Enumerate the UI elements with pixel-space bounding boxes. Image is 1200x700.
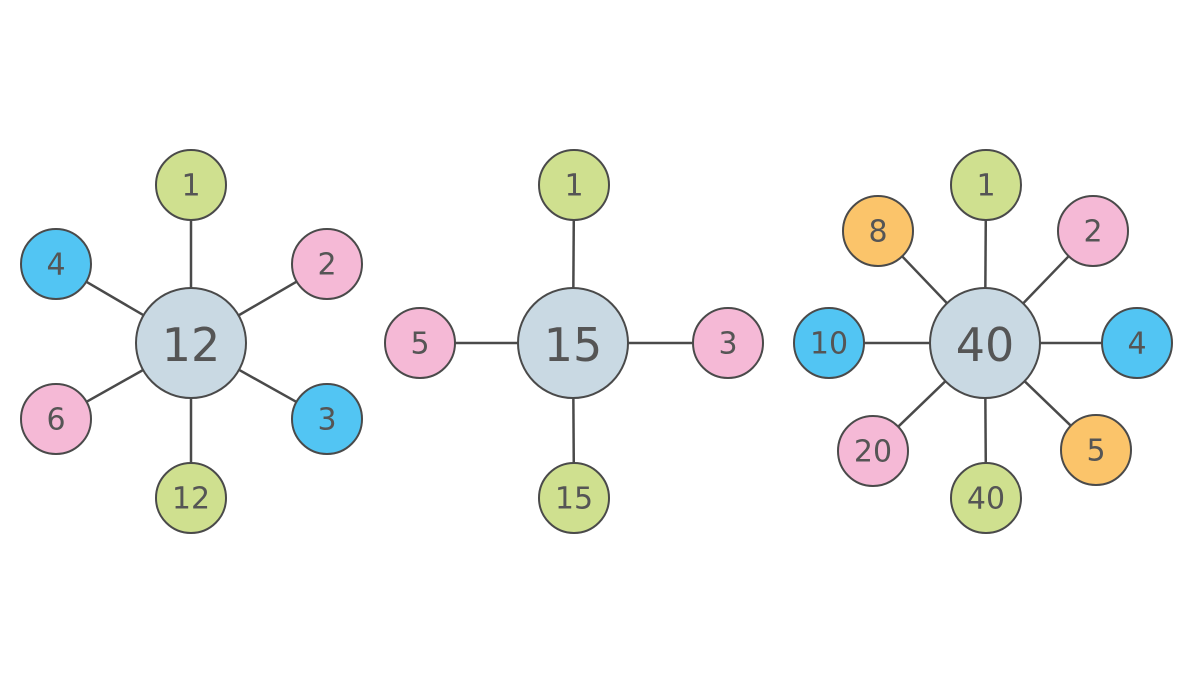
factor-node-circle	[20, 228, 92, 300]
factor-node-circle	[291, 228, 363, 300]
factor-node-label: 4	[46, 248, 65, 283]
factor-node-label: 40	[967, 482, 1005, 517]
factor-node-circle	[1057, 195, 1129, 267]
center-node-label: 12	[162, 318, 221, 372]
factor-diagram-40: 40 1 2 4 5 40 20 10 8	[793, 149, 1173, 534]
center-node-label: 15	[544, 318, 603, 372]
factor-node-label: 5	[410, 327, 429, 362]
factor-node-circle	[20, 383, 92, 455]
factor-node-label: 20	[854, 435, 892, 470]
edge-40-to-8	[901, 255, 948, 305]
factor-node-label: 3	[718, 327, 737, 362]
edge-12-to-6	[85, 368, 144, 403]
center-node-label: 40	[956, 318, 1015, 372]
edge-12-to-2	[237, 280, 298, 317]
factor-node-label: 6	[46, 403, 65, 438]
center-node-circle	[929, 287, 1041, 399]
factor-node-circle	[384, 307, 456, 379]
factor-node-circle	[291, 383, 363, 455]
factor-node-circle	[1060, 414, 1132, 486]
edge-12-to-4	[85, 280, 145, 317]
factor-node-label: 4	[1127, 327, 1146, 362]
edge-40-to-20	[897, 380, 947, 428]
factor-node-circle	[155, 462, 227, 534]
factor-node-label: 15	[555, 482, 593, 517]
edge-40-to-5	[1023, 380, 1072, 427]
factor-node-label: 10	[810, 327, 848, 362]
factor-node-label: 1	[564, 169, 583, 204]
factor-node-circle	[950, 462, 1022, 534]
factor-diagram-15: 15 1 3 15 5	[384, 149, 764, 534]
factor-node-circle	[793, 307, 865, 379]
factor-node-label: 5	[1086, 434, 1105, 469]
edge-12-to-3	[238, 368, 298, 404]
factor-node-circle	[538, 149, 610, 221]
edge-40-to-2	[1022, 255, 1070, 305]
factor-node-label: 2	[317, 248, 336, 283]
factor-node-circle	[1101, 307, 1173, 379]
factor-node-circle	[837, 415, 909, 487]
factor-node-label: 8	[868, 215, 887, 250]
factor-node-label: 1	[976, 169, 995, 204]
factor-node-circle	[538, 462, 610, 534]
factor-node-label: 12	[172, 482, 210, 517]
factor-node-label: 1	[181, 169, 200, 204]
factor-node-circle	[692, 307, 764, 379]
factor-node-label: 3	[317, 403, 336, 438]
factor-node-circle	[155, 149, 227, 221]
center-node-circle	[517, 287, 629, 399]
factor-node-circle	[842, 195, 914, 267]
factor-node-circle	[950, 149, 1022, 221]
factor-node-label: 2	[1083, 215, 1102, 250]
center-node-circle	[135, 287, 247, 399]
